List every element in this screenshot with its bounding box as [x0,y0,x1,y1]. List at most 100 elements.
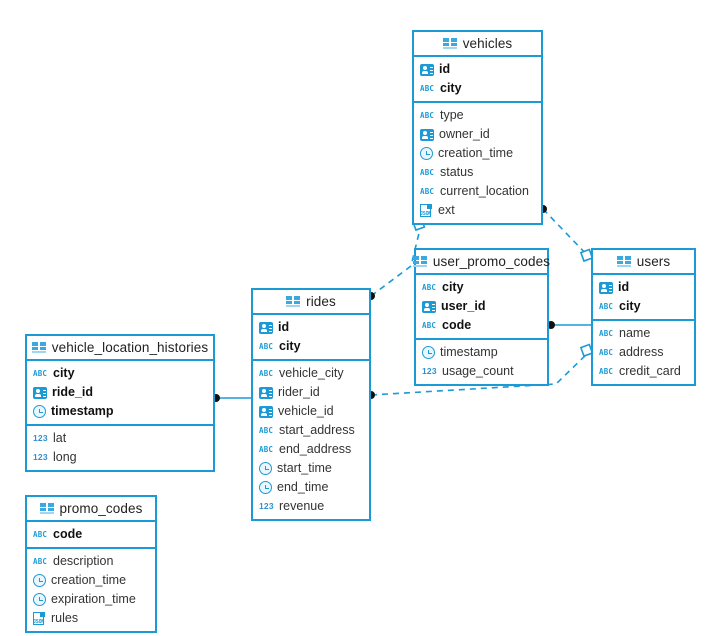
field-row[interactable]: timestamp [416,343,547,362]
field-name: creation_time [51,573,127,588]
clock-icon [259,462,272,475]
field-name: city [53,366,75,381]
table-name: rides [306,294,336,309]
field-row[interactable]: id [253,318,369,337]
abc-string-icon: ABC [420,187,435,196]
field-name: owner_id [439,127,490,142]
field-row[interactable]: id [593,278,694,297]
field-row[interactable]: creation_time [27,571,155,590]
field-row[interactable]: expiration_time [27,590,155,609]
table-header[interactable]: promo_codes [27,497,155,522]
json-document-icon: JSON [33,612,46,625]
field-name: rider_id [278,385,320,400]
table-grid-icon [39,503,54,514]
field-row[interactable]: rider_id [253,383,369,402]
abc-string-icon: ABC [259,445,274,454]
abc-string-icon: ABC [33,557,48,566]
field-name: timestamp [51,404,114,419]
abc-string-icon: ABC [422,283,437,292]
table-name: vehicles [462,36,513,51]
field-row[interactable]: timestamp [27,402,213,421]
field-row[interactable]: user_id [416,297,547,316]
abc-string-icon: ABC [422,321,437,330]
field-row[interactable]: ride_id [27,383,213,402]
id-card-icon [259,405,273,418]
field-row[interactable]: creation_time [414,144,541,163]
field-name: rules [51,611,79,626]
id-card-icon [259,321,273,334]
field-name: ext [438,203,455,218]
field-row[interactable]: end_time [253,478,369,497]
field-row[interactable]: id [414,60,541,79]
table-header[interactable]: users [593,250,694,275]
field-row[interactable]: start_time [253,459,369,478]
abc-string-icon: ABC [599,367,614,376]
table-header[interactable]: vehicle_location_histories [27,336,213,361]
field-name: user_id [441,299,486,314]
abc-string-icon: ABC [420,168,435,177]
table-header[interactable]: rides [253,290,369,315]
table-header[interactable]: vehicles [414,32,541,57]
abc-string-icon: ABC [259,369,274,378]
123-number-icon: 123 [259,501,274,511]
field-name: expiration_time [51,592,136,607]
field-name: status [440,165,474,180]
rel-vehicle-location-histories-rides[interactable] [212,394,251,402]
123-number-icon: 123 [422,366,437,376]
field-name: creation_time [438,146,514,161]
field-name: timestamp [440,345,498,360]
field-name: long [53,450,77,465]
table-name: vehicle_location_histories [51,340,209,355]
123-number-icon: 123 [33,433,48,443]
table-grid-icon [442,38,457,49]
field-row[interactable]: vehicle_id [253,402,369,421]
field-row[interactable]: owner_id [414,125,541,144]
field-name: start_time [277,461,332,476]
table-name: users [636,254,671,269]
abc-string-icon: ABC [259,342,274,351]
json-document-icon: JSON [420,204,433,217]
rel-user-promo-codes-users[interactable] [547,321,591,329]
field-name: end_time [277,480,329,495]
table-header[interactable]: user_promo_codes [412,250,550,275]
field-row[interactable]: ABC status [414,163,541,182]
id-card-icon [422,300,436,313]
field-name: city [440,81,462,96]
field-row[interactable]: JSON rules [27,609,155,628]
field-row[interactable]: JSON ext [414,201,541,220]
